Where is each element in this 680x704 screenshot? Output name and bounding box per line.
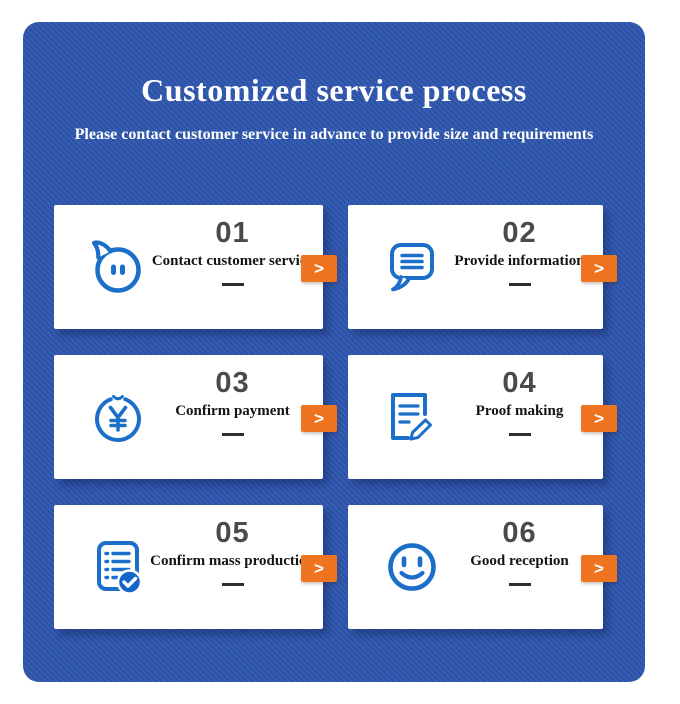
- step-card-06: 06 Good reception >: [348, 505, 617, 629]
- step-card-03: 03 Confirm payment >: [54, 355, 337, 479]
- step-arrow-button[interactable]: >: [581, 255, 617, 282]
- step-number: 06: [502, 517, 537, 549]
- step-card-04: 04 Proof making >: [348, 355, 617, 479]
- steps-grid: 01 Contact customer service > 02 Provide…: [54, 205, 645, 629]
- step-label: Contact customer service: [151, 253, 314, 270]
- page-title: Customized service process: [141, 72, 527, 108]
- step-number: 04: [502, 367, 537, 399]
- underline-dash: [221, 433, 244, 437]
- step-arrow-button[interactable]: >: [581, 555, 617, 582]
- step-arrow-button[interactable]: >: [301, 555, 337, 582]
- step-number: 01: [215, 217, 250, 249]
- underline-dash: [508, 283, 531, 287]
- chat-smiley-icon: [87, 236, 149, 298]
- step-arrow-button[interactable]: >: [301, 405, 337, 432]
- step-label: Proof making: [475, 403, 564, 420]
- checklist-check-icon: [87, 536, 149, 598]
- step-label: Good reception: [470, 553, 569, 570]
- underline-dash: [221, 283, 244, 287]
- step-label: Confirm mass production: [150, 553, 315, 570]
- underline-dash: [508, 583, 531, 587]
- message-bubble-icon: [381, 236, 443, 298]
- page-subtitle: Please contact customer service in advan…: [74, 126, 594, 143]
- document-edit-icon: [381, 386, 443, 448]
- smiley-face-icon: [381, 536, 443, 598]
- service-process-panel: Customized service process Please contac…: [23, 22, 645, 682]
- step-label: Confirm payment: [175, 403, 290, 420]
- step-card-05: 05 Confirm mass production >: [54, 505, 337, 629]
- step-label: Provide information: [454, 253, 585, 270]
- step-card-02: 02 Provide information >: [348, 205, 617, 329]
- yuan-coin-icon: [87, 386, 149, 448]
- underline-dash: [221, 583, 244, 587]
- step-number: 03: [215, 367, 250, 399]
- step-arrow-button[interactable]: >: [301, 255, 337, 282]
- step-number: 05: [215, 517, 250, 549]
- underline-dash: [508, 433, 531, 437]
- step-arrow-button[interactable]: >: [581, 405, 617, 432]
- step-card-01: 01 Contact customer service >: [54, 205, 337, 329]
- step-number: 02: [502, 217, 537, 249]
